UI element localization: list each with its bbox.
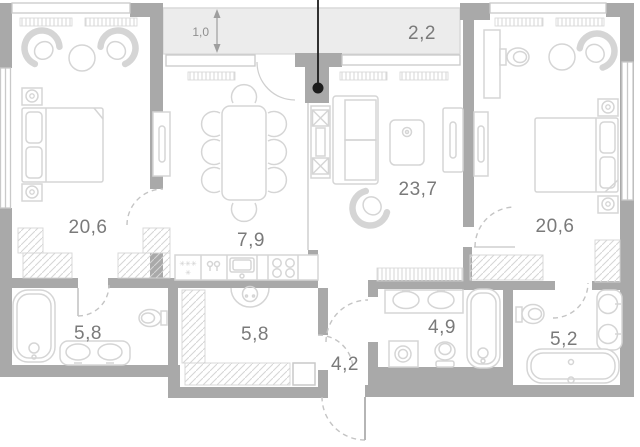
room-label-bedroom-left: 20,6 [69, 217, 108, 238]
dining-table-icon [200, 83, 288, 223]
tv-console-icon [310, 105, 331, 179]
tv-cabinet-icon [442, 107, 464, 173]
door-arc [317, 334, 354, 371]
double-sink-icon [59, 340, 131, 366]
closets [17, 227, 621, 386]
dimension-arrow: 1,0 [192, 9, 221, 53]
cabinet-icon [473, 111, 489, 177]
armchair-icon [576, 26, 621, 71]
fridge-marks-row: ✳✳✳ [179, 260, 197, 268]
nightstand-icon [21, 87, 43, 106]
wardrobe-hatch [469, 254, 544, 281]
kitchen-sink-icon [229, 257, 255, 279]
coffee-table-icon [389, 119, 425, 166]
room-label-balcony: 2,2 [408, 23, 436, 44]
entry-marker [312, 0, 324, 94]
room-labels: 20,6 7,9 23,7 20,6 5,8 5,8 4,2 4,9 5,2 2… [69, 23, 578, 375]
round-table-icon [548, 43, 576, 71]
wardrobe-hatch [17, 227, 44, 254]
nightstand-icon [597, 195, 619, 214]
double-sink-icon [384, 289, 464, 314]
radiators [19, 17, 605, 282]
entry-door-arc [321, 396, 366, 441]
wardrobe-hatch [142, 227, 171, 254]
bed-icon [534, 117, 619, 193]
radiator-icon [399, 71, 449, 81]
door-arc [474, 206, 516, 248]
room-label-hallway: 4,2 [331, 354, 359, 375]
stove-icon [272, 258, 295, 278]
wardrobe-hatch [181, 289, 206, 364]
vent-icon [376, 267, 464, 282]
fridge-icon: ✳✳✳ ✳ [179, 260, 197, 277]
radiator-icon [84, 17, 138, 27]
balcony-glazing [341, 54, 461, 66]
room-label-living-room: 23,7 [399, 179, 438, 200]
door-arc [256, 61, 296, 101]
cabinet-icon [152, 111, 171, 177]
room-label-dressing-room: 5,8 [241, 324, 269, 345]
room-label-kitchen-dining: 7,9 [237, 230, 265, 251]
fridge-mark-single: ✳ [185, 269, 191, 277]
wardrobe-hatch [22, 252, 73, 279]
door-arc [77, 284, 110, 317]
dimension-label: 1,0 [192, 25, 209, 39]
double-sink-icon [596, 289, 623, 351]
stool-icon [230, 285, 270, 308]
door-arc [552, 282, 589, 319]
bed-icon [21, 107, 104, 183]
wine-glass-icon [206, 260, 221, 271]
armchair-icon [345, 187, 390, 232]
bathtub-icon [12, 289, 56, 363]
kitchen-counter [174, 254, 319, 281]
window [489, 2, 607, 14]
radiator-icon [494, 17, 544, 27]
toilet-icon [515, 303, 545, 325]
door-arc [325, 299, 369, 343]
windows [0, 2, 634, 209]
nightstand-icon [21, 183, 43, 202]
room-label-bedroom-right: 20,6 [536, 216, 575, 237]
round-table-icon [68, 44, 96, 72]
desk-icon [483, 29, 530, 99]
balcony-glazing [165, 54, 256, 67]
door-arc [126, 188, 164, 226]
column [292, 362, 316, 386]
radiator-icon [187, 71, 236, 81]
nightstand-icon [597, 98, 619, 117]
furniture [12, 24, 623, 386]
room-label-bathroom-middle: 4,9 [428, 317, 456, 338]
sofa-icon [332, 95, 379, 185]
bathtub-icon [526, 348, 620, 384]
bathtub-icon [466, 288, 501, 369]
wardrobe-hatch [184, 362, 291, 386]
wardrobe-hatch [594, 239, 621, 283]
toilet-icon [138, 308, 168, 328]
washing-machine-icon [388, 340, 419, 368]
doors [77, 61, 589, 441]
radiator-icon [555, 17, 605, 27]
radiator-icon [339, 71, 388, 81]
balcony-floor [163, 8, 460, 54]
room-label-bathroom-left: 5,8 [74, 323, 102, 344]
room-label-bathroom-right: 5,2 [550, 329, 578, 350]
window [11, 2, 131, 14]
radiator-icon [19, 17, 73, 27]
wardrobe-hatch [117, 252, 171, 279]
toilet-icon [434, 341, 456, 368]
